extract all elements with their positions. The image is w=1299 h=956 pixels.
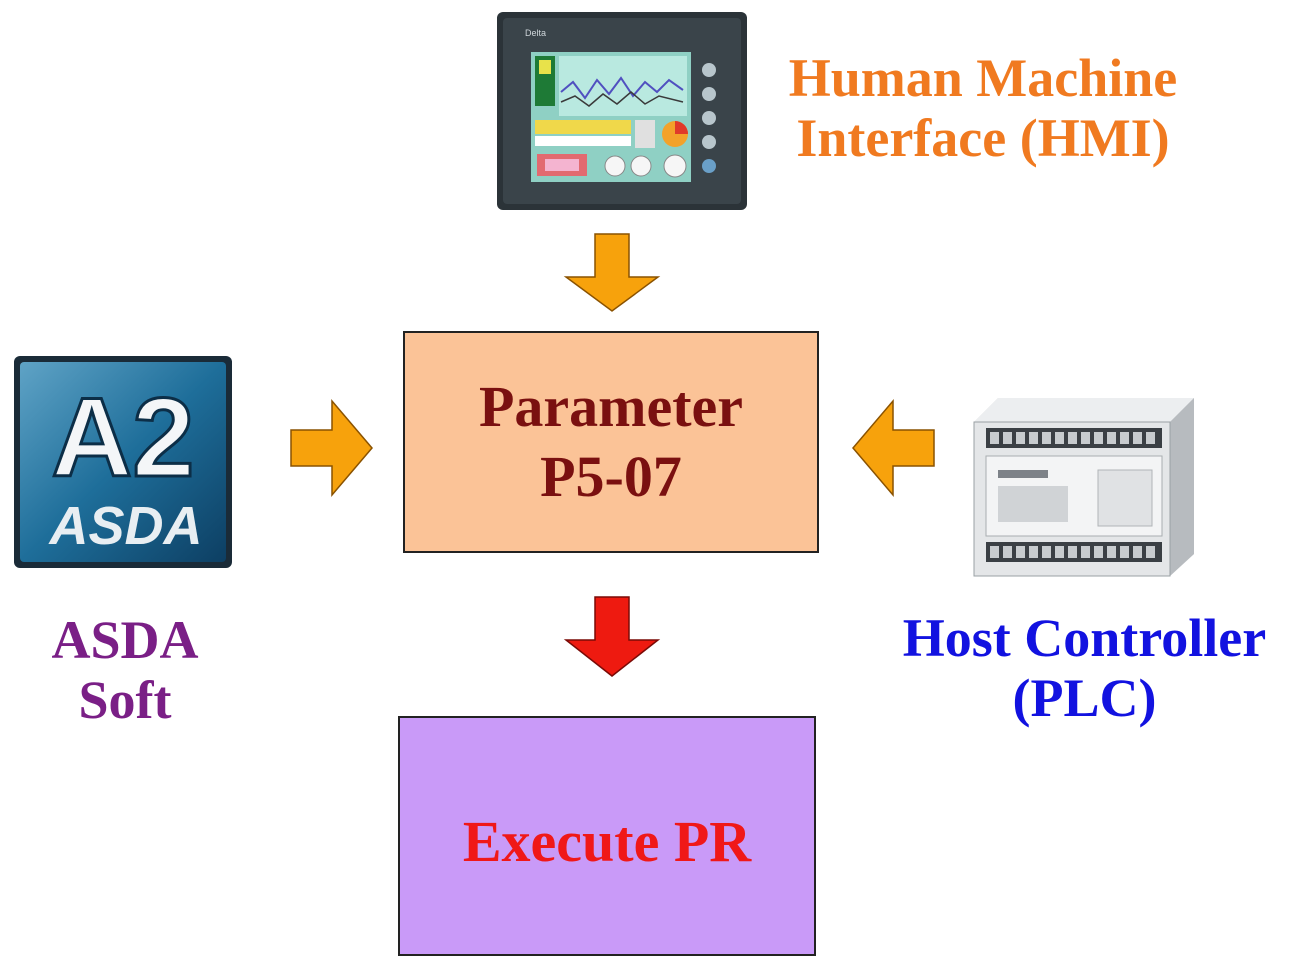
execute-pr-box: Execute PR [398,716,816,956]
asda-logo-text-bottom: ASDA [47,496,202,556]
parameter-box: Parameter P5-07 [403,331,819,553]
parameter-code: P5-07 [540,444,682,509]
execute-pr-label: Execute PR [462,809,752,874]
asda-soft-logo-icon: A2 ASDA [14,356,232,568]
hmi-label-line2: Interface (HMI) [796,108,1170,169]
asda-to-parameter-arrow [290,398,373,498]
parameter-to-execute-arrow [563,596,661,677]
hmi-device-icon: Delta [497,12,747,210]
plc-label-line1: Host Controller [902,608,1267,668]
plc-device-icon [958,386,1204,582]
hmi-label: Human Machine Interface (HMI) [748,48,1218,169]
asda-label-line2: Soft [78,670,172,731]
hmi-to-parameter-arrow [563,233,661,312]
asda-logo-text-top: A2 [51,375,194,500]
asda-label-line1: ASDA [51,610,199,670]
hmi-label-line1: Human Machine [788,48,1178,108]
svg-text:Delta: Delta [525,28,546,38]
plc-label-line2: (PLC) [1012,668,1157,729]
parameter-title: Parameter [478,374,744,440]
asda-soft-label: ASDA Soft [0,610,250,731]
plc-label: Host Controller (PLC) [870,608,1299,729]
plc-to-parameter-arrow [852,398,935,498]
